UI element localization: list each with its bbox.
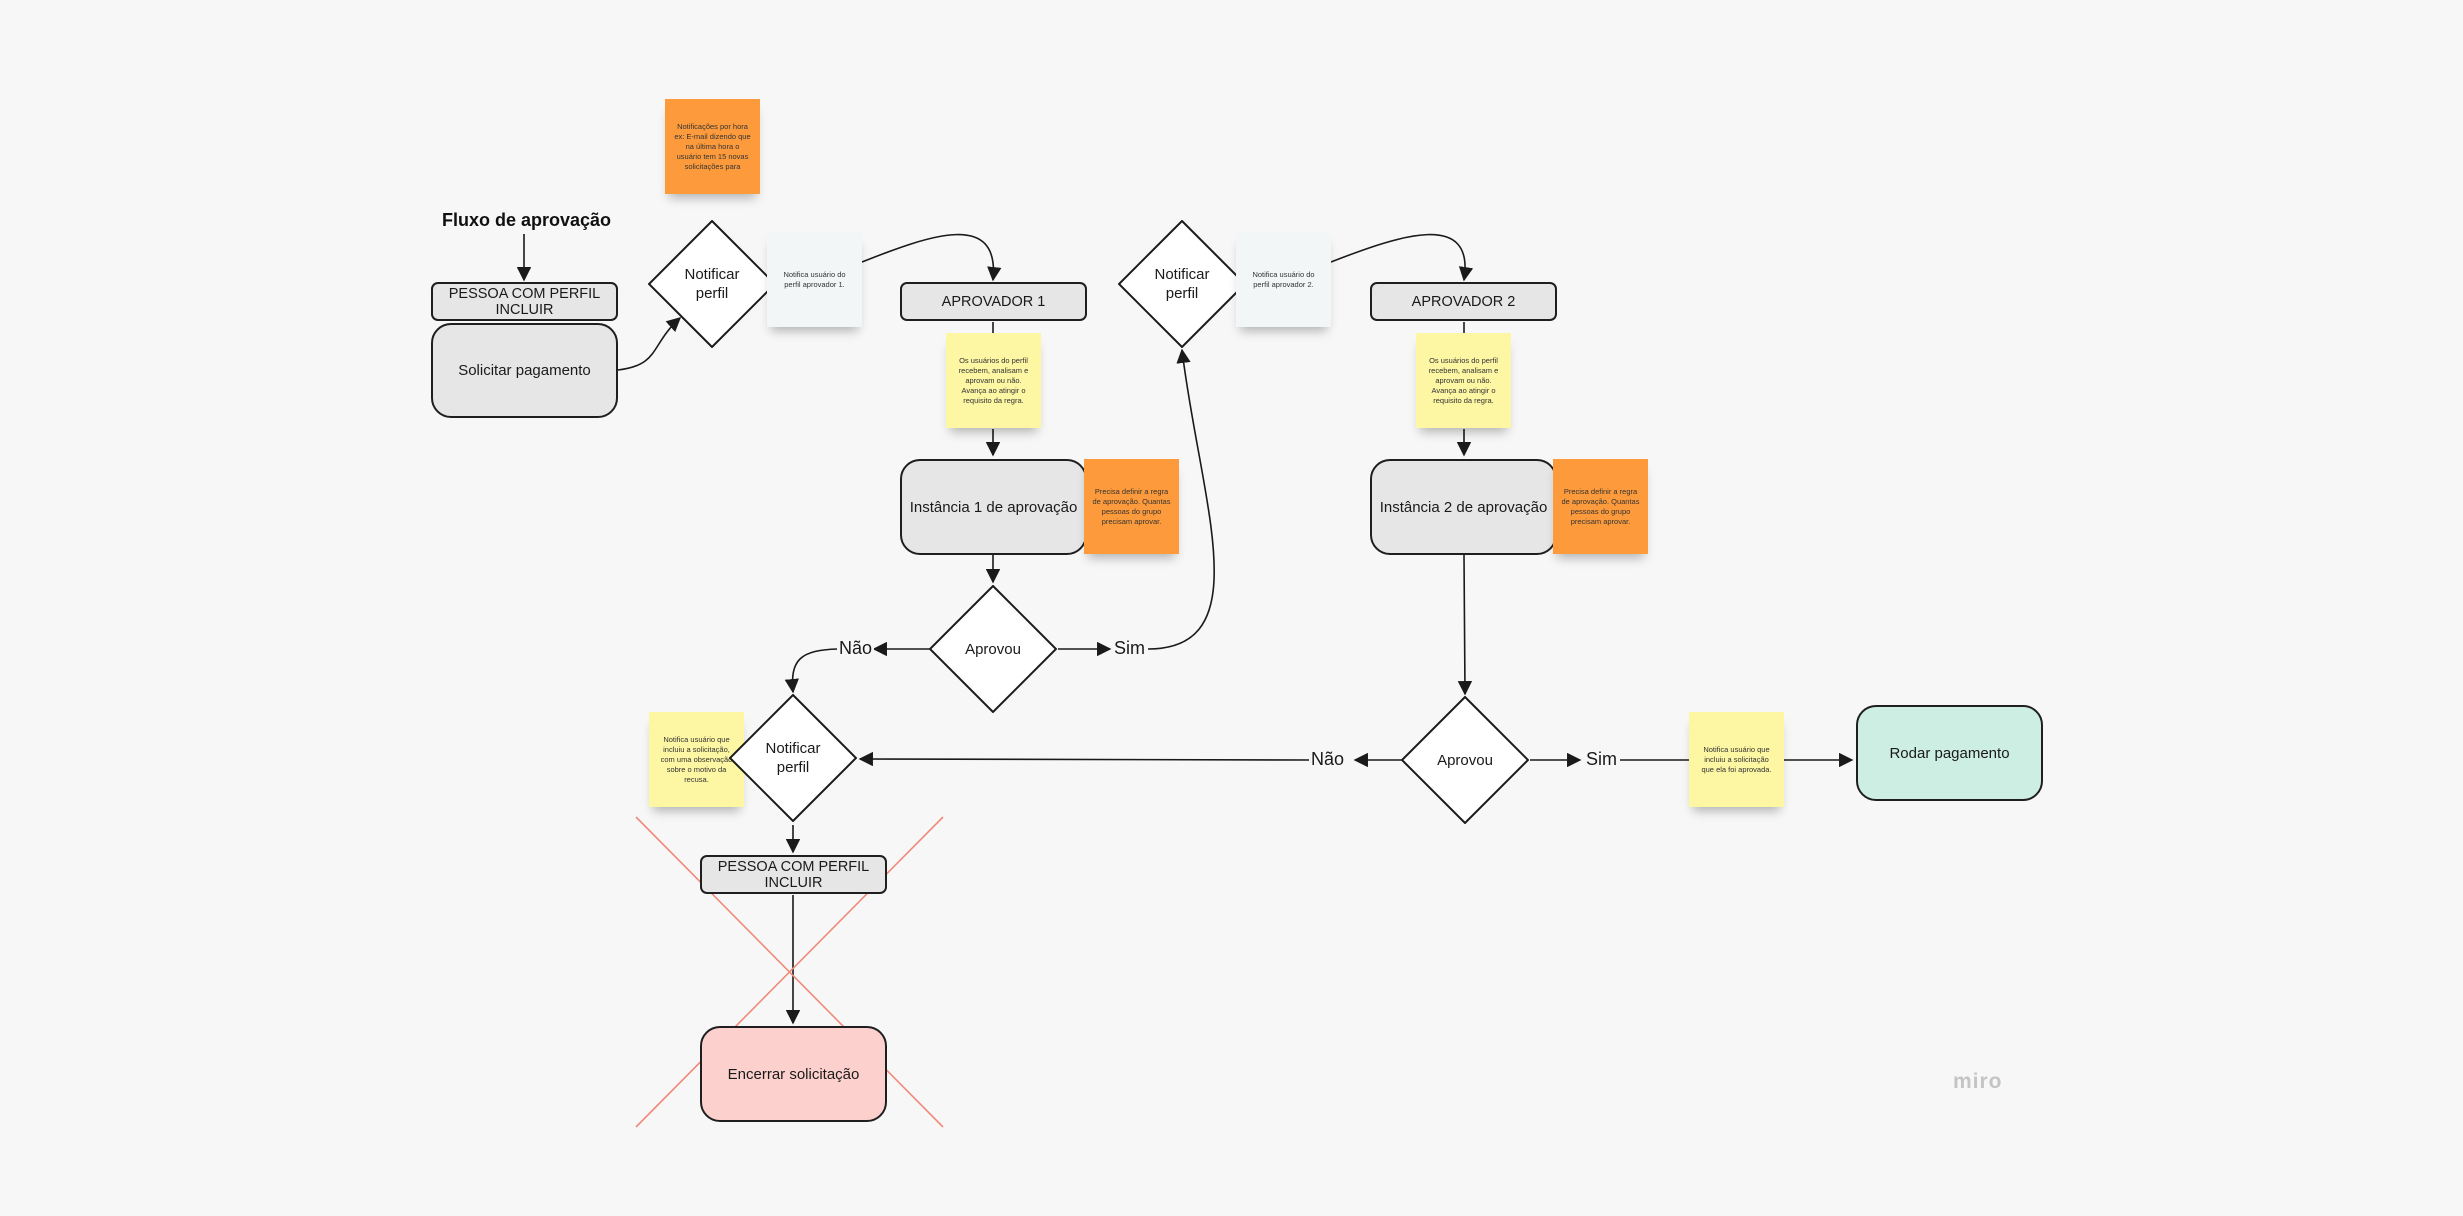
connector-sim-1-to-notificar-2 bbox=[1147, 348, 1215, 650]
sticky-notifica-aprovador-2[interactable]: Notifica usuário do perfil aprovador 2. bbox=[1236, 232, 1331, 327]
sticky-usuarios-perfil-2[interactable]: Os usuários do perfil recebem, analisam … bbox=[1416, 333, 1511, 428]
lane-pessoa-incluir-top[interactable]: PESSOA COM PERFIL INCLUIR bbox=[431, 282, 618, 321]
lane-pessoa-incluir-bottom[interactable]: PESSOA COM PERFIL INCLUIR bbox=[700, 855, 887, 894]
lane-aprovador-2[interactable]: APROVADOR 2 bbox=[1370, 282, 1557, 321]
connector-notificar-1-to-aprovador-1 bbox=[861, 233, 1002, 282]
edge-label-sim-2: Sim bbox=[1584, 749, 1619, 770]
miro-logo: miro bbox=[1953, 1070, 2003, 1093]
lane-aprovador-1[interactable]: APROVADOR 1 bbox=[900, 282, 1087, 321]
decision-aprovou-2[interactable]: Aprovou bbox=[1401, 696, 1529, 824]
diagram-title: Fluxo de aprovação bbox=[442, 210, 612, 230]
decision-label: Notificar perfil bbox=[684, 266, 740, 302]
sticky-regra-aprovacao-1[interactable]: Precisa definir a regra de aprovação. Qu… bbox=[1084, 459, 1179, 554]
node-instancia-1-aprovacao[interactable]: Instância 1 de aprovação bbox=[900, 459, 1087, 555]
decision-notificar-perfil-2[interactable]: Notificar perfil bbox=[1118, 220, 1246, 348]
edge-label-nao-2: Não bbox=[1309, 749, 1347, 770]
decision-label: Notificar perfil bbox=[765, 740, 821, 776]
cross-out-mark bbox=[635, 816, 944, 1128]
sticky-notificacoes-por-hora[interactable]: Notificações por hora ex: E-mail dizendo… bbox=[665, 99, 760, 194]
decision-notificar-perfil-3[interactable]: Notificar perfil bbox=[729, 694, 857, 822]
decision-notificar-perfil-1[interactable]: Notificar perfil bbox=[648, 220, 776, 348]
edge-label-sim-1: Sim bbox=[1112, 638, 1147, 659]
node-solicitar-pagamento[interactable]: Solicitar pagamento bbox=[431, 323, 618, 418]
sticky-usuarios-perfil-1[interactable]: Os usuários do perfil recebem, analisam … bbox=[946, 333, 1041, 428]
sticky-notifica-aprovador-1[interactable]: Notifica usuário do perfil aprovador 1. bbox=[767, 232, 862, 327]
connector-nao-2-to-notificar-3 bbox=[858, 751, 1311, 767]
connector-instancia-2-to-aprovou-2 bbox=[1457, 554, 1473, 696]
connector-notificar-2-to-aprovador-2 bbox=[1330, 233, 1474, 282]
decision-label: Notificar perfil bbox=[1154, 266, 1210, 302]
sticky-solicitacao-aprovada[interactable]: Notifica usuário que incluiu a solicitaç… bbox=[1689, 712, 1784, 807]
node-rodar-pagamento[interactable]: Rodar pagamento bbox=[1856, 705, 2043, 801]
sticky-recusa[interactable]: Notifica usuário que incluiu a solicitaç… bbox=[649, 712, 744, 807]
connector-nao-1-to-notificar-3 bbox=[784, 648, 839, 694]
node-instancia-2-aprovacao[interactable]: Instância 2 de aprovação bbox=[1370, 459, 1557, 555]
edge-label-nao-1: Não bbox=[837, 638, 875, 659]
connector-solicitar-to-notificar-1 bbox=[617, 317, 682, 371]
decision-label: Aprovou bbox=[965, 640, 1021, 658]
node-encerrar-solicitacao[interactable]: Encerrar solicitação bbox=[700, 1026, 887, 1122]
decision-aprovou-1[interactable]: Aprovou bbox=[929, 585, 1057, 713]
decision-label: Aprovou bbox=[1437, 751, 1493, 769]
sticky-regra-aprovacao-2[interactable]: Precisa definir a regra de aprovação. Qu… bbox=[1553, 459, 1648, 554]
